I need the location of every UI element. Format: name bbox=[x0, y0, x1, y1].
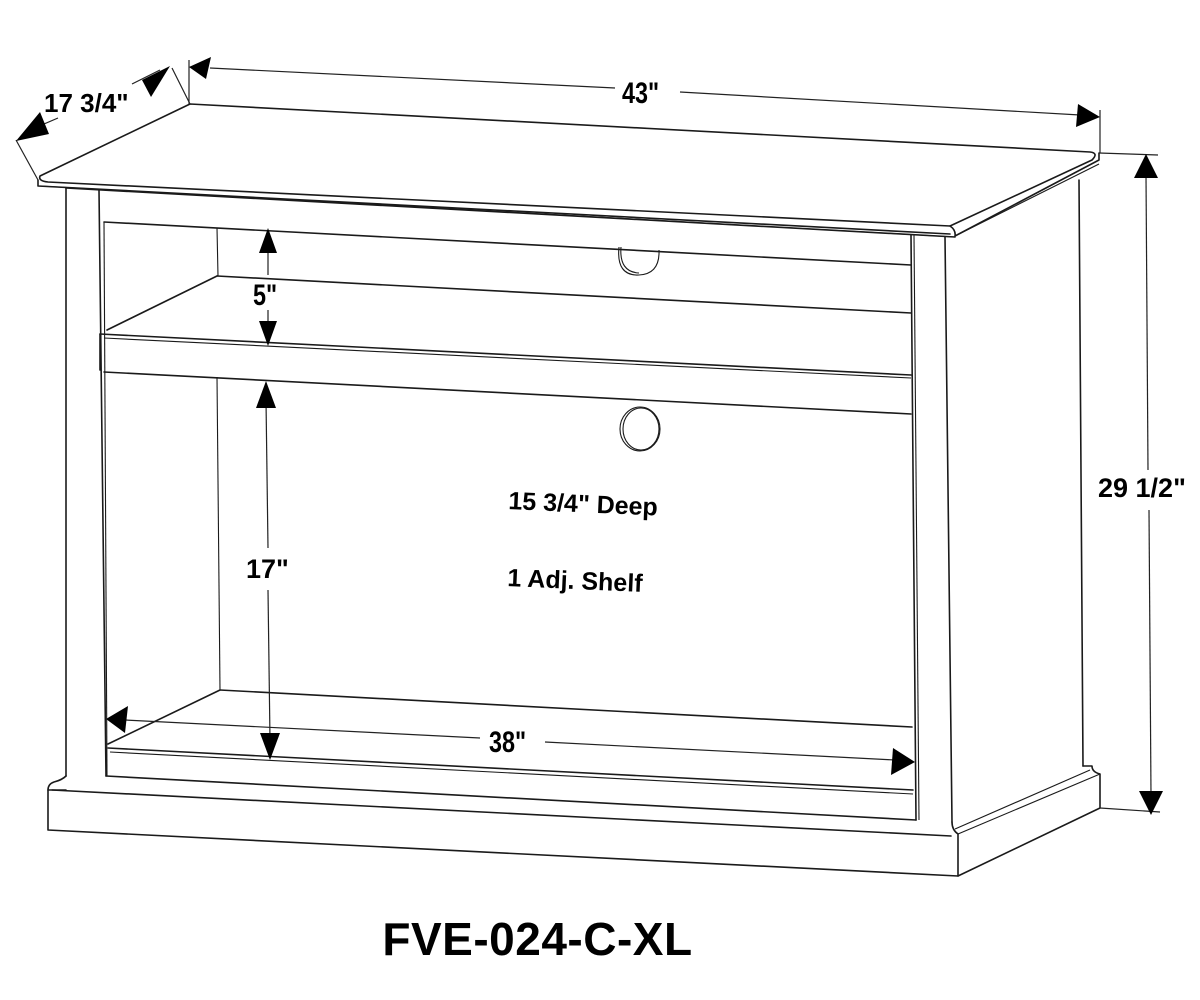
upper-opening-label: 5" bbox=[253, 279, 278, 312]
arrow-right-icon bbox=[1076, 104, 1100, 127]
arrow-down-icon bbox=[1139, 791, 1163, 815]
cabinet-top bbox=[37, 103, 1100, 238]
arrow-right-icon bbox=[142, 66, 170, 97]
height-label: 29 1/2" bbox=[1098, 473, 1186, 503]
shelf-note: 1 Adj. Shelf bbox=[506, 564, 644, 598]
depth-label: 17 3/4" bbox=[44, 88, 129, 118]
arrow-down-icon bbox=[259, 321, 277, 346]
arrow-down-icon bbox=[260, 733, 280, 760]
dimension-depth bbox=[15, 66, 191, 181]
arrow-up-icon bbox=[1134, 154, 1158, 178]
width-label: 43" bbox=[622, 77, 660, 110]
cord-hole-upper-icon bbox=[618, 246, 660, 276]
top-rail bbox=[103, 221, 912, 277]
dimension-lower-opening bbox=[256, 381, 280, 760]
arrow-up-icon bbox=[256, 381, 276, 408]
dimension-upper-opening bbox=[259, 228, 277, 346]
left-stile bbox=[65, 187, 108, 777]
arrow-right-icon bbox=[891, 748, 915, 775]
lower-opening-label: 17" bbox=[246, 554, 289, 584]
arrow-left-icon bbox=[16, 112, 49, 141]
lower-opening bbox=[105, 376, 917, 821]
adjustable-shelf bbox=[99, 333, 912, 415]
arrow-up-icon bbox=[259, 228, 277, 253]
model-number-title: FVE-024-C-XL bbox=[382, 913, 693, 965]
dimension-width bbox=[188, 57, 1101, 153]
cord-hole-lower-icon bbox=[619, 406, 661, 452]
interior-depth-note: 15 3/4" Deep bbox=[507, 487, 659, 522]
upper-opening bbox=[106, 246, 912, 331]
right-stile bbox=[910, 179, 1084, 823]
dimension-height bbox=[1098, 152, 1163, 815]
inner-width-label: 38" bbox=[489, 726, 527, 759]
base-plinth bbox=[47, 765, 1101, 877]
arrow-left-icon bbox=[106, 706, 128, 733]
dimension-inner-width bbox=[106, 706, 915, 775]
arrow-left-icon bbox=[189, 57, 211, 79]
